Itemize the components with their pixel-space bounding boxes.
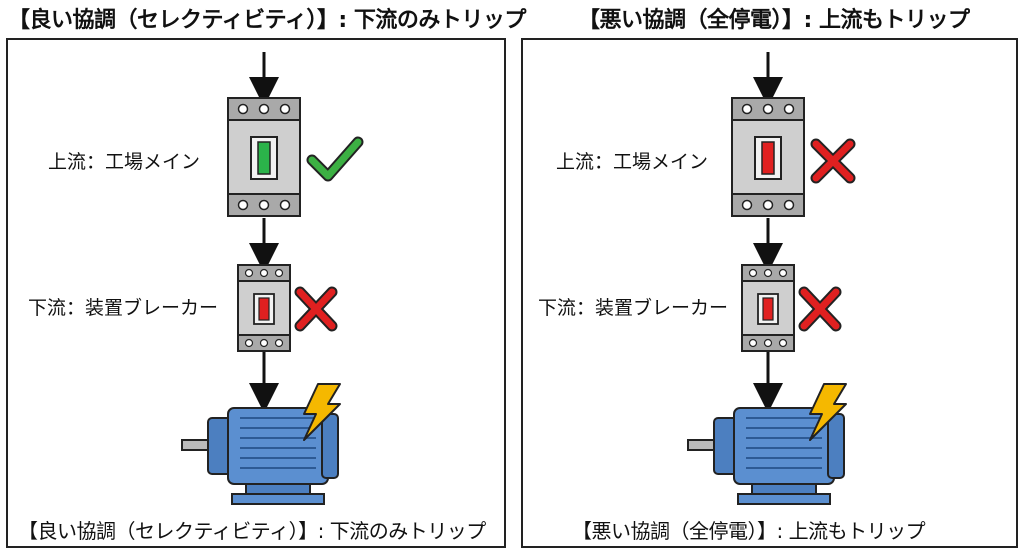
right-upstream-breaker xyxy=(731,97,805,217)
left-upstream-breaker xyxy=(227,97,301,217)
right-downstream-breaker xyxy=(741,264,795,352)
right-upstream-handle xyxy=(761,141,775,175)
left-downstream-label: 下流：装置ブレーカー xyxy=(28,297,219,319)
right-column xyxy=(687,52,856,505)
left-downstream-breaker xyxy=(237,264,291,352)
right-downstream-label: 下流：装置ブレーカー xyxy=(538,297,729,319)
left-column xyxy=(181,52,364,505)
left-upstream-label: 上流：工場メイン xyxy=(48,151,201,173)
left-motor xyxy=(181,383,341,505)
left-heading: 【良い協調（セレクティビティ）】: 下流のみトリップ xyxy=(8,8,526,33)
cross-icon xyxy=(810,138,856,184)
right-heading: 【悪い協調（全停電）】: 上流もトリップ xyxy=(578,8,970,33)
right-caption: 【悪い協調（全停電）】: 上流もトリップ xyxy=(572,519,926,543)
left-caption: 【良い協調（セレクティビティ）】: 下流のみトリップ xyxy=(18,519,486,543)
left-upstream-handle xyxy=(257,141,271,175)
cross-icon xyxy=(798,286,842,332)
lightning-icon xyxy=(809,383,847,441)
cross-icon xyxy=(294,286,338,332)
lightning-icon xyxy=(303,383,341,441)
right-motor xyxy=(687,383,847,505)
right-upstream-label: 上流：工場メイン xyxy=(556,151,709,173)
